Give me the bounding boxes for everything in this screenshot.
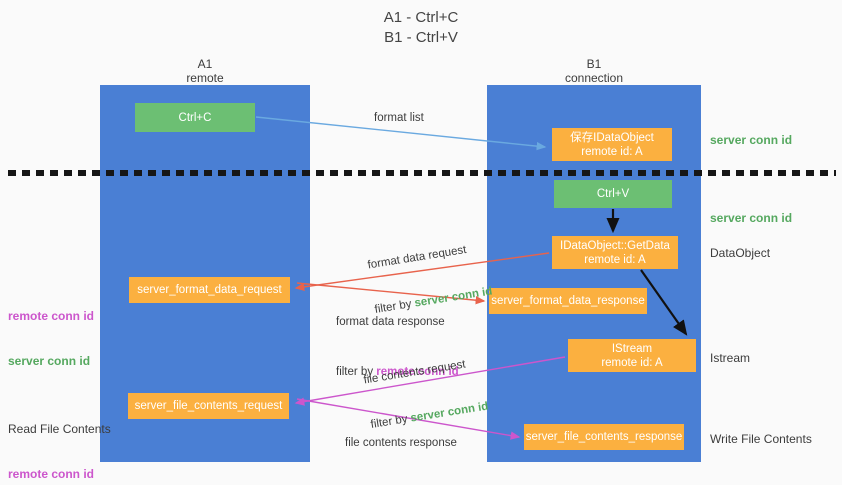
node-server-format-data-response[interactable]: server_format_data_response [489, 288, 647, 314]
caption-write-file-contents: Write File Contents [710, 432, 812, 446]
edge-label-format-list: format list [374, 112, 424, 124]
caption-remote-conn-id-2: remote conn id [8, 467, 95, 481]
node-ctrl-v[interactable]: Ctrl+V [554, 180, 672, 208]
caption-conn-ids-format: remote conn id server conn id [8, 279, 94, 399]
phase-divider [8, 170, 836, 176]
node-server-file-contents-request[interactable]: server_file_contents_request [128, 393, 289, 419]
edge-label-file-contents-response: file contents response filter by remote … [345, 406, 468, 485]
node-ctrl-c[interactable]: Ctrl+C [135, 103, 255, 132]
edge-label-format-data-response-text: format data response [336, 316, 445, 328]
node-server-format-data-request[interactable]: server_format_data_request [129, 277, 290, 303]
edge-label-format-data-request-text: format data request [366, 244, 468, 272]
node-server-file-contents-response[interactable]: server_file_contents_response [524, 424, 684, 450]
caption-server-conn-id-mid: server conn id [710, 211, 793, 225]
page-title: A1 - Ctrl+C B1 - Ctrl+V [383, 9, 459, 46]
node-save-idataobject[interactable]: 保存IDataObject remote id: A [552, 128, 672, 161]
edge-label-format-data-response: format data response filter by remote co… [336, 285, 459, 410]
caption-read-file-contents: Read File Contents [8, 422, 111, 436]
node-idataobject-getdata[interactable]: IDataObject::GetData remote id: A [552, 236, 678, 269]
caption-remote-conn-id-1: remote conn id [8, 309, 95, 323]
caption-server-conn-id-top: server conn id [710, 133, 793, 147]
edge-label-file-contents-response-text: file contents response [345, 437, 457, 449]
node-istream[interactable]: IStream remote id: A [568, 339, 696, 372]
column-header-a1: A1 remote [186, 57, 224, 85]
column-header-b1: B1 connection [564, 57, 624, 85]
caption-dataobject: DataObject [710, 246, 771, 260]
caption-conn-ids-file: Read File Contents remote conn id server… [8, 392, 111, 485]
edge-label-file-contents-request-text: file contents request [362, 358, 467, 387]
caption-istream: Istream [710, 351, 751, 365]
caption-server-conn-id-1: server conn id [8, 354, 91, 368]
edge-label-format-data-response-filter: filter by remote conn id [336, 366, 459, 378]
